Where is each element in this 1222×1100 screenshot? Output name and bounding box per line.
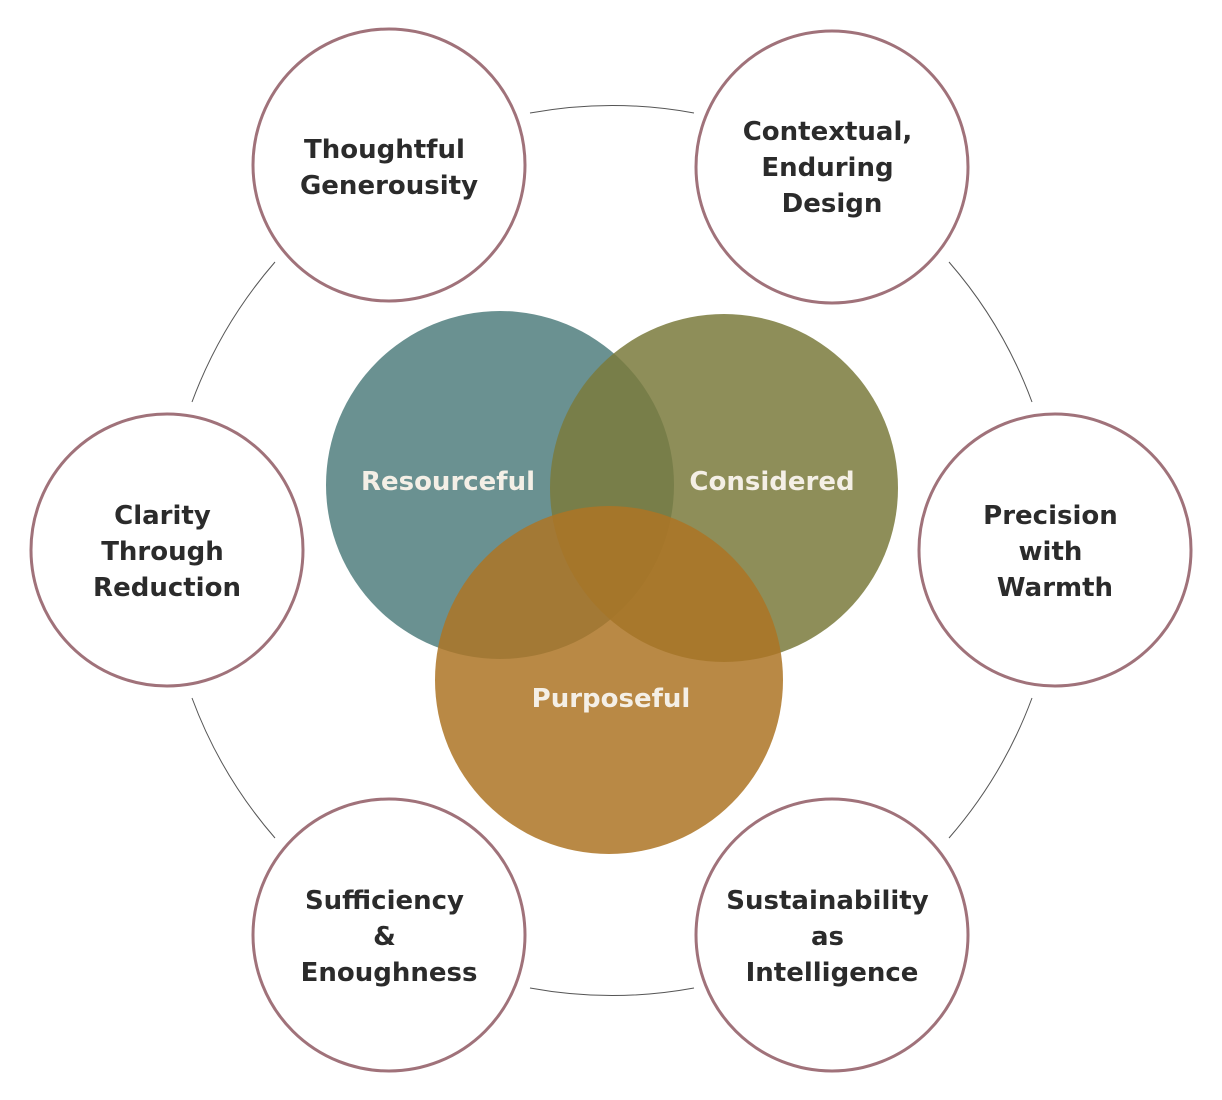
principle-label: Precision with Warmth [983,501,1127,603]
principle-label-line: Intelligence [746,958,919,988]
principle-circle [694,797,970,1073]
principle-label-line: Warmth [997,573,1113,603]
principle-circle [251,27,527,303]
venn-diagram: Resourceful Considered Purposeful [326,311,898,854]
principle-label-line: Sustainability [726,886,928,916]
principle-label-line: Thoughtful [304,135,465,165]
principle-label-line: Reduction [93,573,241,603]
principle-circle [251,797,527,1073]
venn-label-purposeful: Purposeful [532,684,691,714]
principle-label: Sufficiency & Enoughness [301,886,478,988]
principle-thoughtful-generousity: Thoughtful Generousity [251,27,527,303]
principle-label-line: Enoughness [301,958,478,988]
venn-circle-purposeful [435,506,783,854]
ring-arc-top [529,105,695,114]
ring-arc-bottom [529,987,695,996]
principle-circle [917,412,1193,688]
principle-sufficiency-enoughness: Sufficiency & Enoughness [251,797,527,1073]
ring-arc-upper-right [948,261,1033,403]
principle-label-line: Generousity [300,171,478,201]
principle-precision-with-warmth: Precision with Warmth [917,412,1193,688]
principle-sustainability-as-intelligence: Sustainability as Intelligence [694,797,970,1073]
principle-label: Clarity Through Reduction [93,501,241,603]
principle-label-line: Sufficiency [305,886,464,916]
principle-label-line: with [1019,537,1083,567]
venn-label-considered: Considered [689,467,854,497]
principle-label-line: Precision [983,501,1118,531]
principle-label: Sustainability as Intelligence [726,886,937,988]
principle-label-line: & [373,922,396,952]
principle-label-line: Through [101,537,224,567]
principle-clarity-through-reduction: Clarity Through Reduction [29,412,305,688]
principle-label-line: Contextual, [743,117,913,147]
principle-label-line: Design [782,189,883,219]
principle-label: Thoughtful Generousity [300,135,478,201]
principle-label-line: as [811,922,844,952]
principle-label: Contextual, Enduring Design [743,117,922,219]
ring-arc-lower-left [191,697,276,839]
ring-arc-upper-left [191,261,276,403]
ring-arc-lower-right [948,697,1033,839]
connecting-ring [191,105,1033,996]
principle-label-line: Clarity [114,501,211,531]
venn-label-resourceful: Resourceful [361,467,535,497]
principle-circle [29,412,305,688]
principle-contextual-enduring-design: Contextual, Enduring Design [694,29,970,305]
principle-circle [694,29,970,305]
principle-label-line: Enduring [761,153,893,183]
